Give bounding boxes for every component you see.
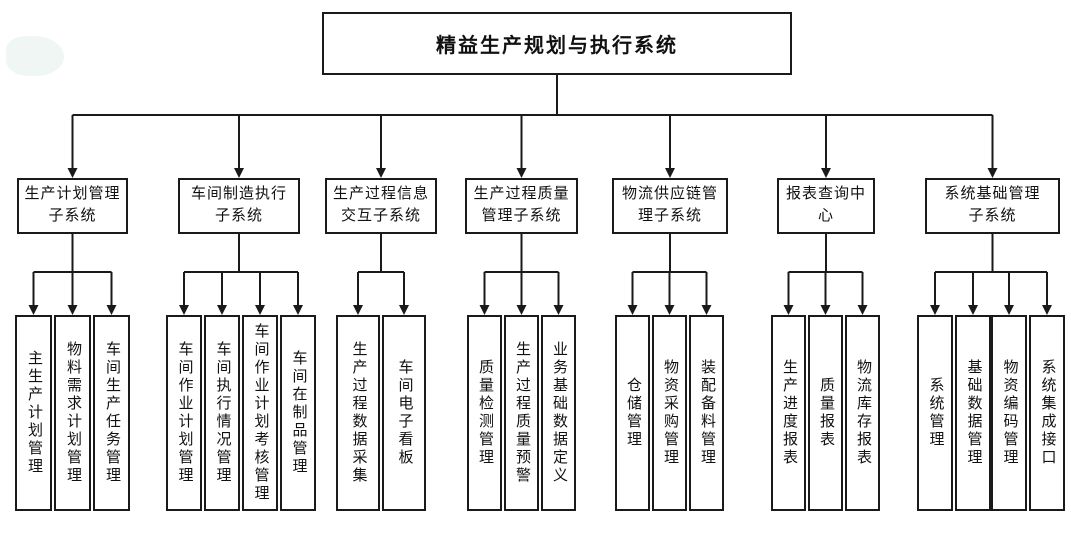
- leaf-node: 系统管理: [917, 315, 953, 511]
- leaf-node: 物资编码管理: [991, 315, 1027, 511]
- leaf-node: 生产进度报表: [771, 315, 806, 511]
- leaf-node: 车间在制品管理: [280, 315, 316, 511]
- leaf-node: 基础数据管理: [955, 315, 991, 511]
- leaf-node: 物资采购管理: [652, 315, 687, 511]
- leaf-group-report-center: 生产进度报表 质量报表 物流库存报表: [771, 315, 880, 511]
- leaf-group-system-foundation: 系统管理 基础数据管理 物资编码管理 系统集成接口: [917, 315, 1065, 511]
- subsystem-node-process-quality: 生产过程质量 管理子系统: [465, 178, 578, 234]
- leaf-node: 车间作业计划考核管理: [242, 315, 278, 511]
- leaf-node: 生产过程数据采集: [336, 315, 380, 511]
- leaf-group-process-quality: 质量检测管理 生产过程质量预警 业务基础数据定义: [467, 315, 576, 511]
- leaf-group-production-planning: 主生产计划管理 物料需求计划管理 车间生产任务管理: [15, 315, 130, 511]
- subsystem-node-shop-floor-execution: 车间制造执行 子系统: [178, 178, 300, 234]
- subsystem-node-production-planning: 生产计划管理 子系统: [17, 178, 128, 234]
- leaf-group-shop-floor-execution: 车间作业计划管理 车间执行情况管理 车间作业计划考核管理 车间在制品管理: [166, 315, 316, 511]
- leaf-node: 车间生产任务管理: [93, 315, 130, 511]
- leaf-node: 仓储管理: [615, 315, 650, 511]
- leaf-node: 物流库存报表: [845, 315, 880, 511]
- leaf-node: 质量检测管理: [467, 315, 502, 511]
- leaf-node: 业务基础数据定义: [541, 315, 576, 511]
- background-artifact: [6, 36, 64, 76]
- leaf-node: 主生产计划管理: [15, 315, 52, 511]
- leaf-node: 物料需求计划管理: [54, 315, 91, 511]
- subsystem-node-report-center: 报表查询中心: [777, 178, 875, 234]
- leaf-group-process-information: 生产过程数据采集 车间电子看板: [336, 315, 426, 511]
- leaf-node: 系统集成接口: [1029, 315, 1065, 511]
- subsystem-node-system-foundation: 系统基础管理 子系统: [925, 178, 1060, 234]
- leaf-node: 车间作业计划管理: [166, 315, 202, 511]
- leaf-node: 车间执行情况管理: [204, 315, 240, 511]
- leaf-node: 车间电子看板: [382, 315, 426, 511]
- subsystem-node-logistics-supply-chain: 物流供应链管 理子系统: [612, 178, 728, 234]
- leaf-node: 生产过程质量预警: [504, 315, 539, 511]
- leaf-group-logistics-supply-chain: 仓储管理 物资采购管理 装配备料管理: [615, 315, 724, 511]
- leaf-node: 质量报表: [808, 315, 843, 511]
- subsystem-node-process-information: 生产过程信息 交互子系统: [325, 178, 437, 234]
- leaf-node: 装配备料管理: [689, 315, 724, 511]
- root-node: 精益生产规划与执行系统: [322, 12, 792, 75]
